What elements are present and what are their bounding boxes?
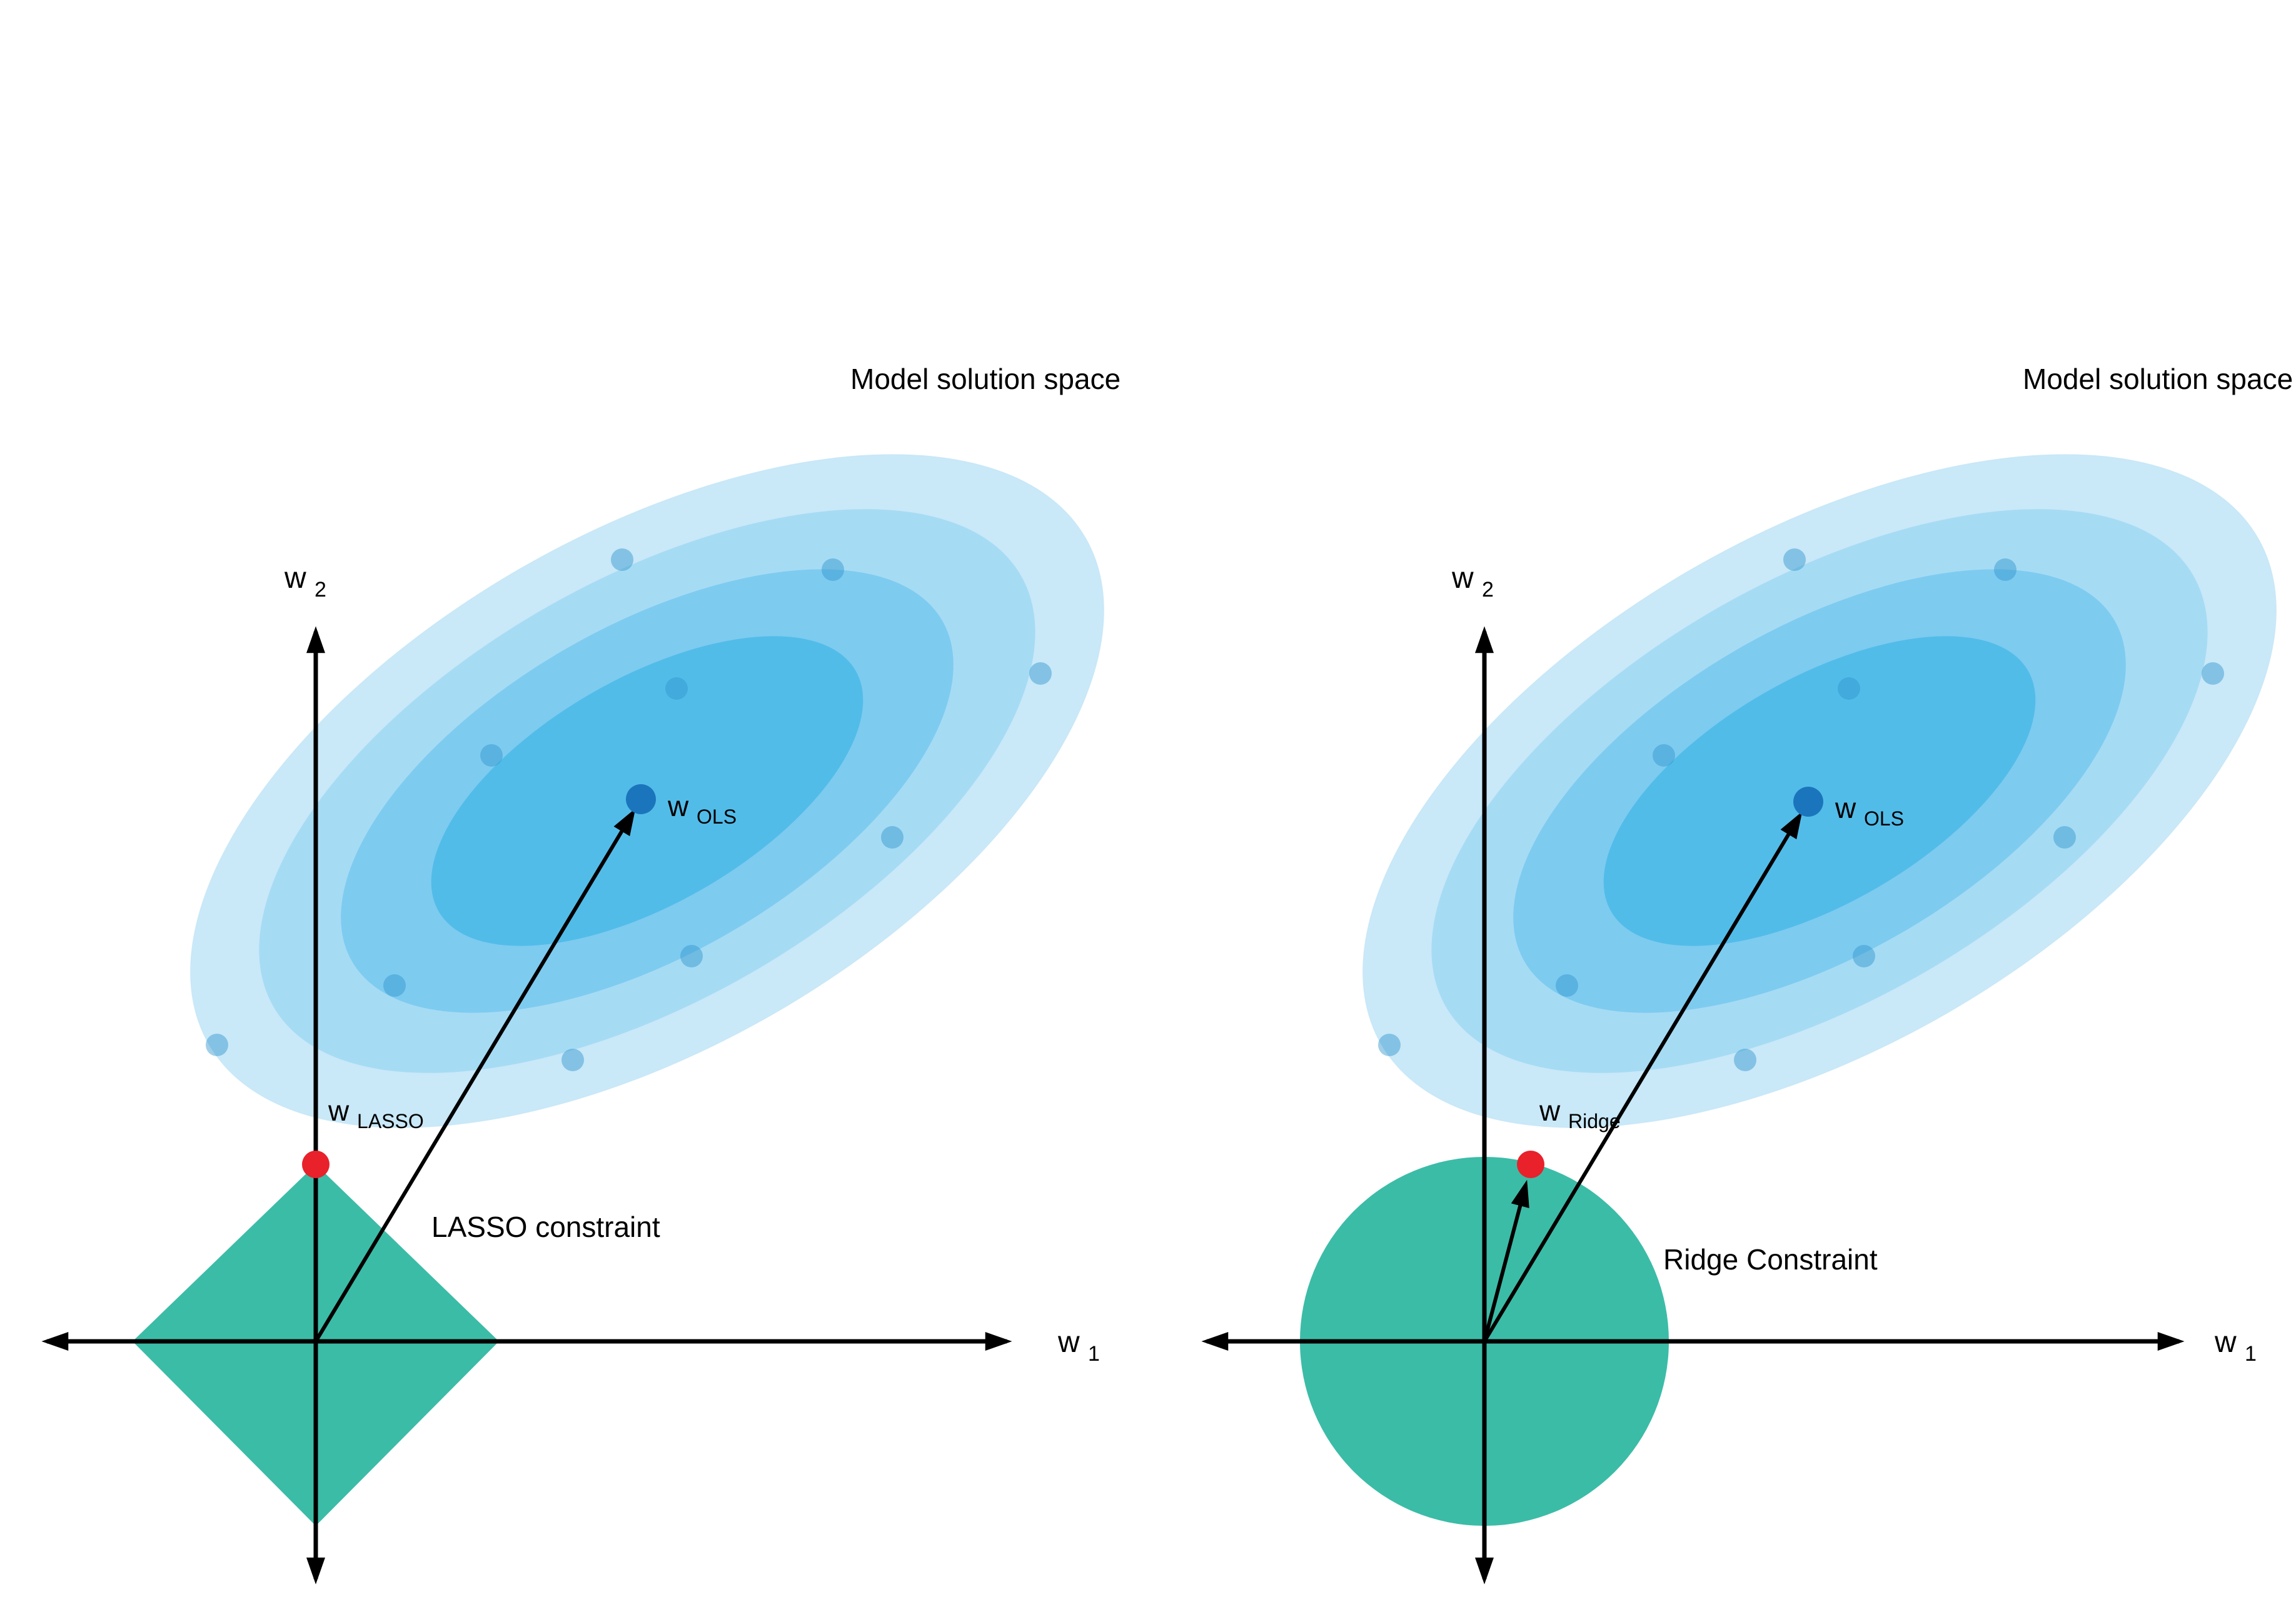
- lasso-panel: Model solution space w 1 w 2 w OLS w LAS…: [41, 363, 1120, 1585]
- scatter-dot: [822, 558, 844, 581]
- scatter-dot: [1378, 1034, 1401, 1056]
- scatter-dot: [480, 744, 503, 767]
- ridge-y-axis-label: w 2: [1451, 562, 1494, 602]
- scatter-dot: [1783, 548, 1806, 571]
- contour-ellipse-inner: [1603, 636, 2036, 946]
- lasso-ols-vector: [314, 808, 636, 1343]
- lasso-solution-label: w LASSO: [328, 1094, 424, 1132]
- scatter-dot: [206, 1034, 228, 1056]
- scatter-dot: [1838, 677, 1860, 700]
- scatter-dot: [1556, 974, 1578, 997]
- ridge-constraint-label: Ridge Constraint: [1663, 1243, 1878, 1276]
- lasso-title: Model solution space: [850, 363, 1120, 395]
- ridge-panel: Model solution space w 1 w 2 w OLS w Rid…: [1201, 363, 2293, 1585]
- ridge-ols-vector: [1483, 811, 1803, 1343]
- scatter-dot: [383, 974, 406, 997]
- scatter-dot: [1734, 1049, 1756, 1071]
- scatter-dot: [1653, 744, 1675, 767]
- scatter-dot: [1029, 662, 1052, 685]
- ridge-ols-point: [1793, 787, 1823, 817]
- scatter-dot: [1994, 558, 2017, 581]
- ridge-scatter-dots: [1378, 548, 2224, 1071]
- lasso-solution-point: [302, 1151, 330, 1178]
- scatter-dot: [680, 945, 703, 967]
- scatter-dot: [881, 826, 904, 849]
- ridge-solution-vector: [1483, 1179, 1529, 1342]
- ridge-x-axis-label: w 1: [2214, 1326, 2257, 1366]
- ridge-title: Model solution space: [2023, 363, 2293, 395]
- scatter-dot: [561, 1049, 584, 1071]
- lasso-scatter-dots: [206, 548, 1052, 1071]
- lasso-constraint-label: LASSO constraint: [431, 1211, 660, 1243]
- ridge-solution-point: [1517, 1151, 1544, 1178]
- scatter-dot: [1853, 945, 1875, 967]
- lasso-ols-label: w OLS: [667, 790, 737, 828]
- scatter-dot: [611, 548, 633, 571]
- lasso-x-axis-label: w 1: [1057, 1326, 1100, 1366]
- lasso-y-axis-label: w 2: [284, 562, 326, 602]
- ridge-ols-label: w OLS: [1835, 792, 1904, 830]
- scatter-dot: [2053, 826, 2076, 849]
- ridge-solution-space: [1362, 454, 2277, 1128]
- ridge-solution-label: w Ridge: [1539, 1094, 1621, 1132]
- lasso-ols-point: [626, 784, 656, 814]
- scatter-dot: [665, 677, 688, 700]
- scatter-dot: [2202, 662, 2224, 685]
